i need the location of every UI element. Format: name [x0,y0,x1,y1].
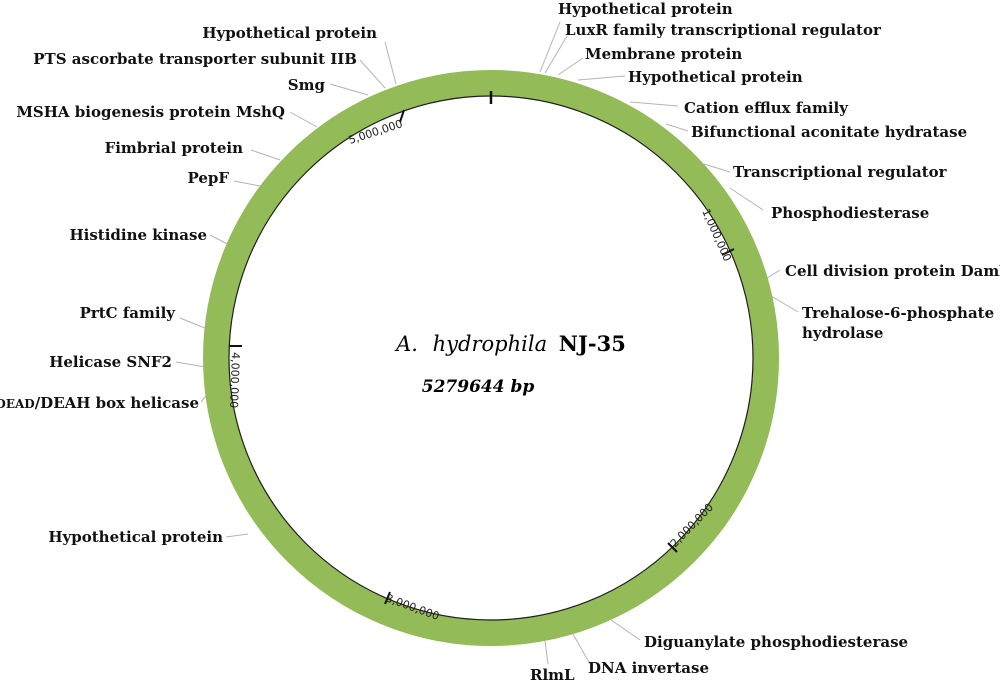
gene-label: Histidine kinase [69,226,207,244]
gene-labels-left: Hypothetical protein DEAD/DEAH box helic… [0,24,377,546]
genome-strain: NJ-35 [559,331,626,356]
gene-label: Phosphodiesterase [771,204,929,222]
tick-mark [721,248,735,256]
leader-lines [175,21,799,665]
gene-label: MSHA biogenesis protein MshQ [16,103,285,121]
gene-label: LuxR family transcriptional regulator [565,21,882,39]
gene-label-part: DEAD [0,397,35,411]
gene-label-part: /DEAH box helicase [35,394,199,412]
genome-size: 5279644 bp [422,377,535,397]
genome-title: A. hydrophila NJ-35 [394,331,626,356]
gene-labels-right: Hypothetical protein LuxR family transcr… [530,0,1000,684]
gene-label: RlmL [530,666,575,684]
gene-label: Bifunctional aconitate hydratase [691,123,967,141]
genome-ring [203,70,779,646]
genome-genus: A. [394,332,418,356]
gene-label-multiline: Trehalose-6-phosphate hydrolase [802,304,994,342]
gene-label: Cation efflux family [684,99,849,117]
gene-label: PTS ascorbate transporter subunit IIB [33,50,357,68]
gene-label: Transcriptional regulator [733,163,948,181]
gene-label: Smg [288,76,326,94]
gene-label: Hypothetical protein [202,24,377,42]
gene-label: PepF [187,169,229,187]
gene-label: Hypothetical protein [48,528,223,546]
gene-label: Hypothetical protein [628,68,803,86]
gene-label: Membrane protein [585,45,742,63]
gene-label-line: Trehalose-6-phosphate [802,304,994,322]
tick-mark [399,109,405,123]
gene-label: Fimbrial protein [105,139,244,157]
gene-label: Cell division protein DamX [785,262,1000,280]
tick-label-4000000: 4,000,000 [227,352,242,408]
tick-mark [667,542,678,553]
gene-label: PrtC family [80,304,177,322]
gene-label: DEAD/DEAH box helicase [0,394,199,412]
gene-label-line: hydrolase [802,324,883,342]
gene-label: DNA invertase [588,659,709,677]
tick-mark [384,591,391,605]
gene-label: Diguanylate phosphodiesterase [644,633,908,651]
gene-label: Hypothetical protein [558,0,733,18]
genome-species: hydrophila [433,332,547,356]
gene-label: Helicase SNF2 [49,353,172,371]
